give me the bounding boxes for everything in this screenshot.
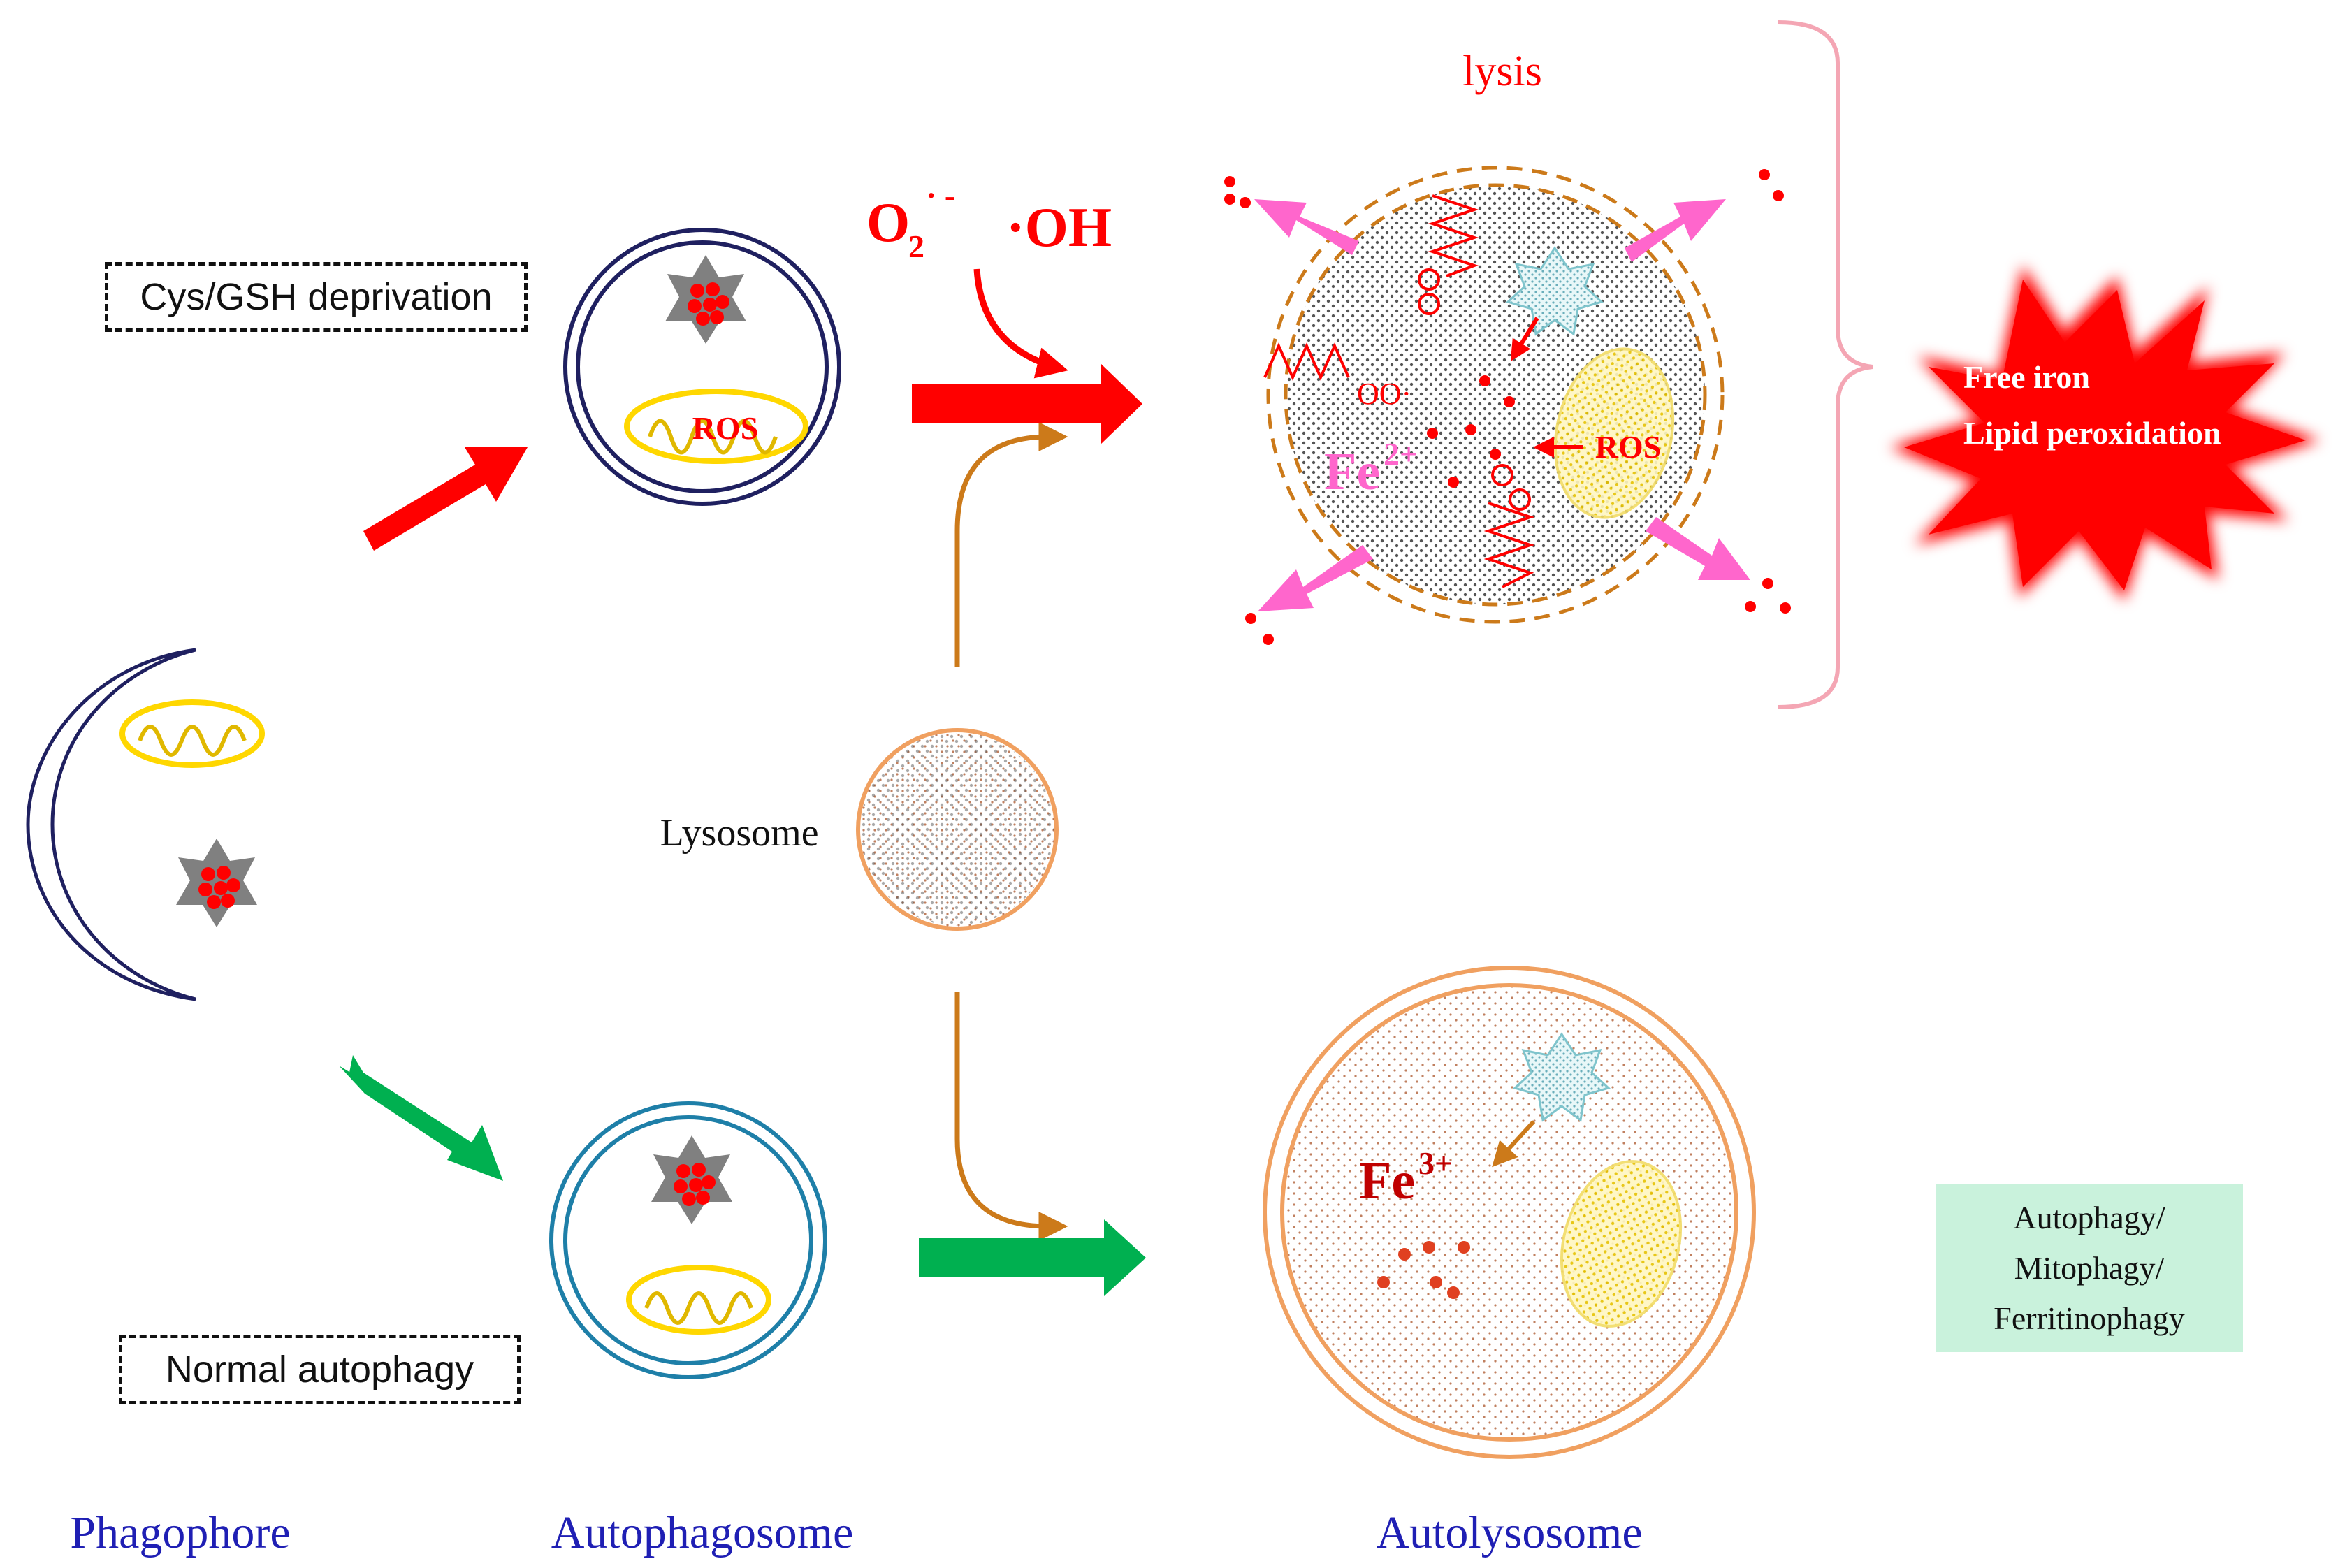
autophagosome-label: Autophagosome xyxy=(551,1507,854,1558)
explosion-burst: Free iron Lipid peroxidation xyxy=(1890,266,2320,601)
ros-label-lysis: ROS xyxy=(1595,429,1662,465)
red-arrow-to-autophagosome xyxy=(363,447,528,551)
burst-arrow-up-right xyxy=(1625,199,1726,262)
autolysosome: Fe 3+ xyxy=(1263,966,1756,1459)
ros-label-autophagosome: ROS xyxy=(692,410,759,446)
lipid-chain xyxy=(1483,502,1535,588)
fe3-base: Fe xyxy=(1359,1152,1415,1210)
lipid-chain xyxy=(1263,342,1350,381)
fe2-base: Fe xyxy=(1324,442,1380,501)
mitochondrion-icon xyxy=(119,699,265,768)
burst-arrow-up-left xyxy=(1254,199,1359,255)
ferritin-icon xyxy=(1506,246,1604,336)
autophagy-types-box: Autophagy/ Mitophagy/ Ferritinophagy xyxy=(1936,1184,2243,1352)
superoxide-sup: · - xyxy=(926,177,955,213)
lipid-chain xyxy=(1428,194,1479,277)
superoxide-label: O 2 · - xyxy=(866,177,955,264)
phagophore-structure xyxy=(26,648,265,1001)
fe2-label: Fe 2+ xyxy=(1324,436,1418,501)
burst-arrow-down-left xyxy=(1258,545,1373,611)
superoxide-base: O xyxy=(866,192,910,254)
autophagy-type-1: Autophagy/ xyxy=(2013,1200,2165,1235)
ferritin-icon xyxy=(1513,1032,1611,1122)
autolysosome-label: Autolysosome xyxy=(1376,1507,1642,1558)
normal-autophagy-box: Normal autophagy xyxy=(119,1335,521,1404)
bracket xyxy=(1778,20,1873,709)
green-arrow-to-autophagosome xyxy=(339,1055,503,1181)
normal-autophagy-label: Normal autophagy xyxy=(165,1349,474,1391)
mitochondrion-icon xyxy=(624,389,808,464)
burst-line1: Free iron xyxy=(1963,359,2090,395)
cys-gsh-deprivation-label: Cys/GSH deprivation xyxy=(140,276,493,318)
burst-arrow-down-right xyxy=(1646,517,1750,580)
autophagosome-top: ROS xyxy=(563,228,841,506)
autophagosome-bottom xyxy=(549,1101,827,1379)
hydroxyl-label: ·OH xyxy=(1006,197,1112,259)
green-arrow-to-autolysosome xyxy=(919,1219,1146,1296)
ferritin-icon xyxy=(665,255,746,344)
autophagy-type-2: Mitophagy/ xyxy=(2014,1250,2165,1286)
fe3-label: Fe 3+ xyxy=(1359,1145,1453,1210)
lysosome xyxy=(856,728,1059,931)
lysis-cell: ROS OO· Fe 2+ xyxy=(1224,166,1791,645)
cys-gsh-deprivation-box: Cys/GSH deprivation xyxy=(105,262,528,332)
fe3-sup: 3+ xyxy=(1418,1145,1453,1181)
red-arrow-to-lysis xyxy=(912,363,1142,444)
peroxyl-label: OO· xyxy=(1357,377,1411,411)
lysosome-label: Lysosome xyxy=(660,811,818,855)
mitochondrion-icon xyxy=(1553,347,1675,519)
fe2-sup: 2+ xyxy=(1384,436,1418,472)
ros-species-arrow xyxy=(973,268,1068,379)
ferritin-icon xyxy=(176,839,257,927)
superoxide-sub: 2 xyxy=(908,228,924,264)
ferritin-icon xyxy=(651,1135,732,1224)
burst-line2: Lipid peroxidation xyxy=(1963,415,2221,451)
lysis-label: lysis xyxy=(1462,48,1542,95)
mitochondrion-icon xyxy=(626,1265,771,1335)
lysosome-arrow-up xyxy=(954,422,1068,667)
lysosome-arrow-down xyxy=(954,992,1068,1241)
autophagy-type-3: Ferritinophagy xyxy=(1994,1300,2185,1336)
mitochondrion-icon xyxy=(1560,1160,1683,1328)
phagophore-label: Phagophore xyxy=(70,1507,290,1558)
